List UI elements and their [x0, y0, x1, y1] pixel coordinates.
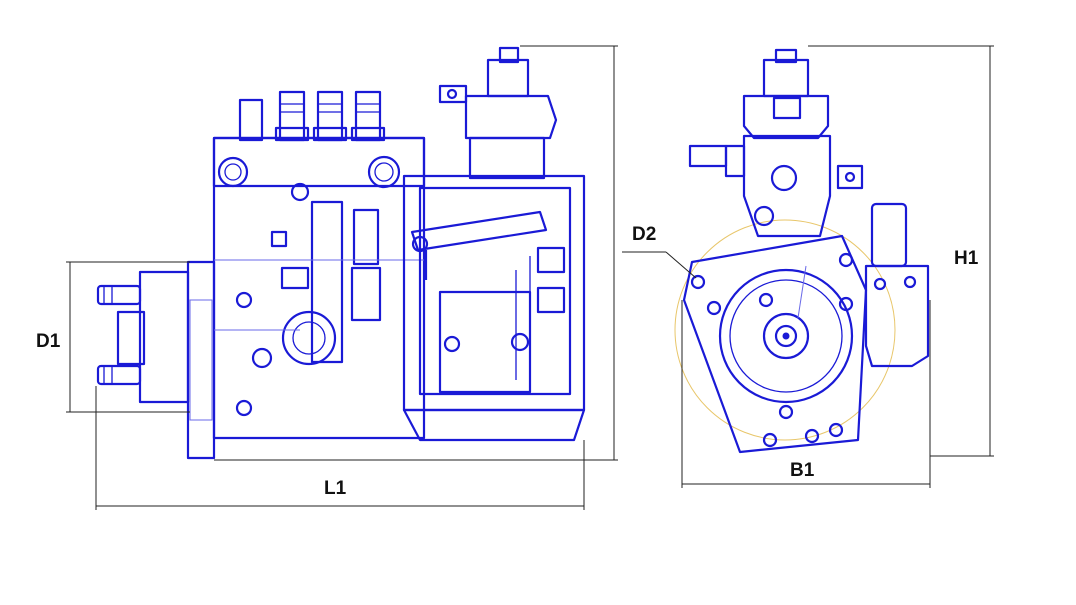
drive-hub-ring — [718, 268, 854, 404]
outlet-4 — [354, 90, 382, 142]
drive-shaft-upper — [96, 284, 142, 306]
outlet-2 — [278, 90, 306, 142]
outlet-1 — [238, 98, 264, 142]
front-view — [674, 48, 930, 454]
plug-right — [367, 155, 401, 189]
plunger-housing — [310, 200, 344, 364]
front-right-housing — [870, 202, 908, 268]
drive-circle-highlight — [674, 219, 896, 441]
label-d1: D1 — [36, 331, 61, 352]
dimension-labels: D1 D2 L1 H1 B1 — [36, 224, 979, 499]
front-flange-plate — [682, 234, 868, 454]
regulator-cap — [464, 94, 558, 140]
control-lever — [410, 210, 548, 252]
front-left-fitting — [688, 144, 728, 168]
drive-hub — [762, 312, 810, 360]
plug-left — [217, 156, 249, 188]
mounting-flange — [186, 260, 216, 460]
front-upper-body — [742, 134, 832, 238]
d2-leader — [665, 251, 697, 279]
dimension-lines — [66, 45, 994, 510]
regulator-top — [486, 58, 530, 98]
regulator-fitting — [438, 84, 468, 104]
label-b1: B1 — [790, 460, 815, 481]
label-l1: L1 — [324, 478, 347, 499]
drive-shaft-lower — [96, 364, 142, 386]
label-h1: H1 — [954, 248, 979, 269]
drive-coupling — [138, 270, 190, 404]
front-regulator — [742, 94, 830, 140]
outlet-3 — [316, 90, 344, 142]
label-d2: D2 — [632, 224, 656, 245]
cam-window — [281, 310, 337, 366]
injector-outlets — [238, 90, 386, 142]
side-view — [96, 46, 586, 460]
